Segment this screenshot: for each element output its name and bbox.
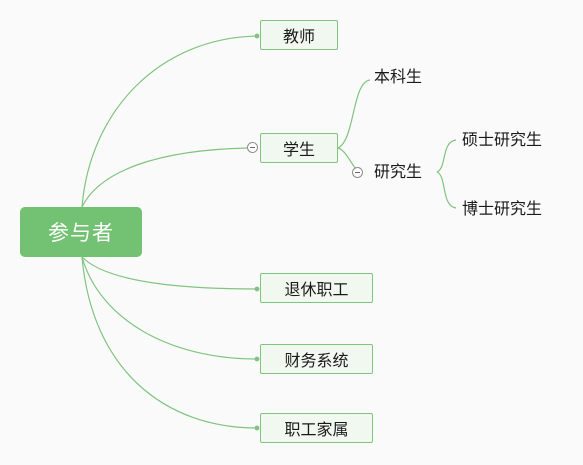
- node-graduate[interactable]: 研究生: [374, 162, 423, 181]
- link-graduate-masters: [436, 139, 457, 173]
- node-finance-label: 财务系统: [284, 351, 349, 370]
- node-doctoral[interactable]: 博士研究生: [462, 199, 543, 218]
- root-node[interactable]: 参与者: [20, 207, 142, 257]
- link-root-finance: [81, 256, 258, 360]
- node-masters[interactable]: 硕士研究生: [462, 130, 543, 149]
- link-dot-family: [254, 425, 260, 431]
- link-dot-teachers: [254, 33, 260, 39]
- link-root-retired: [81, 256, 258, 290]
- link-root-teachers: [81, 35, 258, 208]
- node-teachers[interactable]: 教师: [260, 20, 338, 50]
- node-teachers-label: 教师: [282, 27, 315, 46]
- node-retired-label: 退休职工: [284, 280, 349, 299]
- node-finance[interactable]: 财务系统: [260, 344, 373, 374]
- root-label: 参与者: [48, 221, 114, 245]
- link-students-undergrad: [337, 79, 371, 149]
- link-dot-retired: [254, 286, 260, 292]
- node-students-label: 学生: [282, 140, 315, 159]
- link-dot-finance: [254, 356, 260, 362]
- node-retired[interactable]: 退休职工: [260, 273, 373, 303]
- node-undergrad[interactable]: 本科生: [374, 67, 423, 86]
- collapse-students-icon[interactable]: [247, 142, 258, 153]
- node-students[interactable]: 学生: [260, 133, 338, 163]
- link-graduate-doctoral: [436, 171, 457, 209]
- link-root-students: [81, 147, 248, 208]
- link-root-family: [81, 256, 258, 429]
- node-family-label: 职工家属: [284, 420, 349, 439]
- node-family[interactable]: 职工家属: [260, 413, 373, 443]
- collapse-graduate-icon[interactable]: [352, 167, 363, 178]
